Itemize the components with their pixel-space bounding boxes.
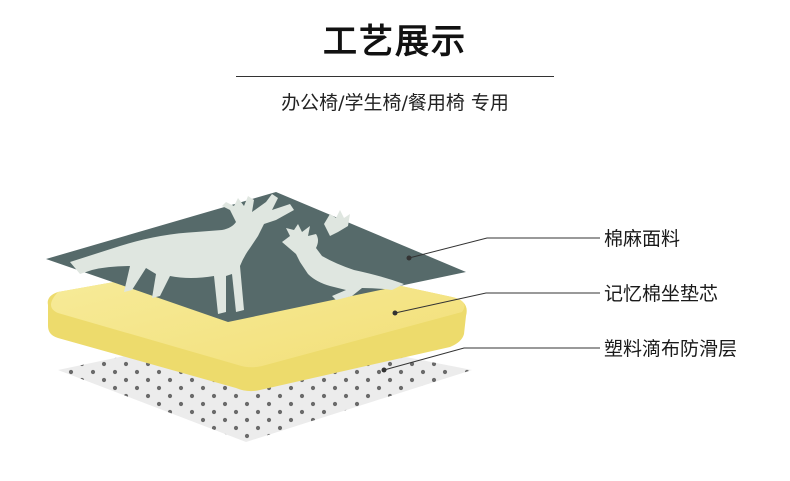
base-layer-label: 塑料滴布防滑层 (604, 338, 738, 360)
base-leader-line (383, 347, 600, 371)
title-divider (236, 76, 554, 77)
foam-leader-dot (392, 310, 398, 316)
deer-pattern (70, 194, 404, 314)
fabric-leader-line (408, 237, 600, 259)
foam-layer-label: 记忆棉坐垫芯 (604, 283, 719, 305)
leader-lines (381, 237, 600, 373)
cotton-linen-fabric-layer (46, 192, 466, 322)
foam-leader-line (394, 292, 600, 314)
page-subtitle: 办公椅/学生椅/餐用椅 专用 (281, 92, 509, 114)
page-title: 工艺展示 (323, 22, 467, 62)
fabric-leader-dot (406, 255, 412, 261)
fabric-layer-label: 棉麻面料 (604, 228, 681, 250)
base-leader-dot (381, 367, 387, 373)
